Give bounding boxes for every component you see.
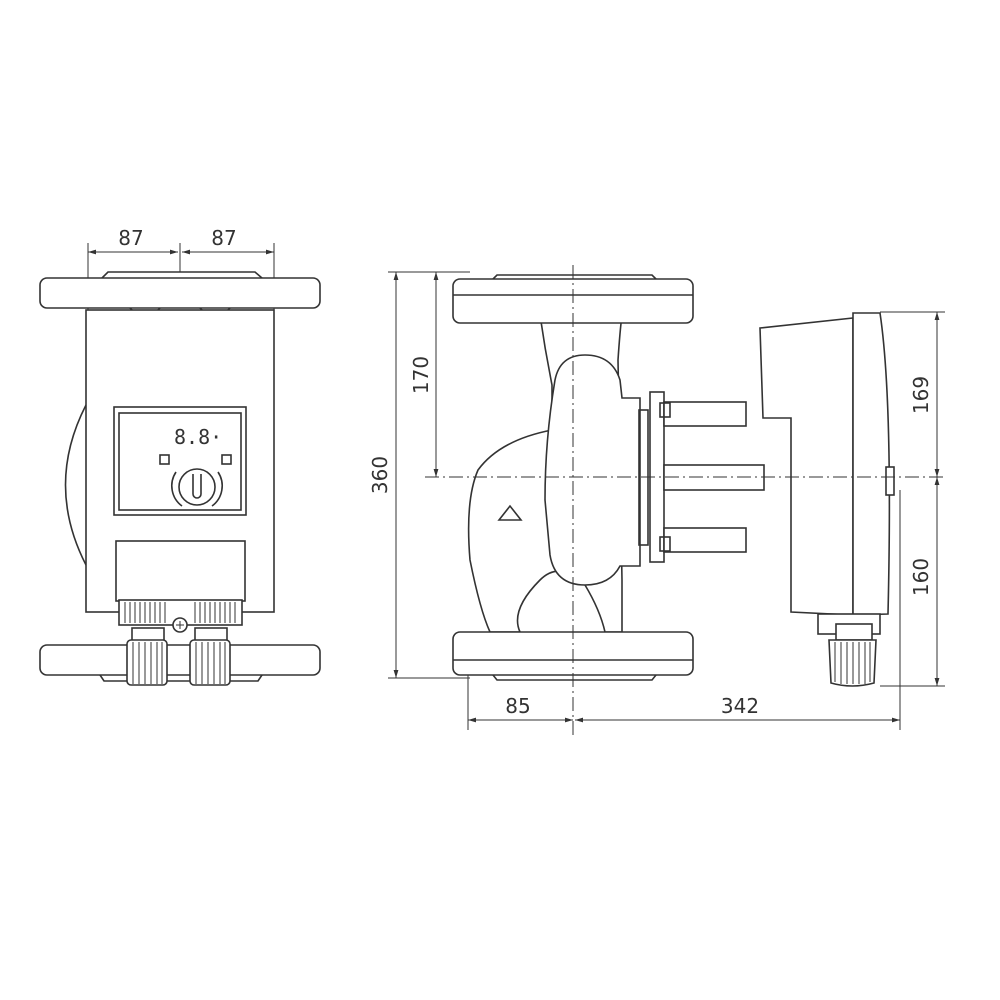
cable-gland-right xyxy=(189,627,231,686)
bolt-bottom xyxy=(663,527,747,553)
dim-label-inlet-offset: 85 xyxy=(505,694,530,718)
volute-bulge xyxy=(64,404,87,566)
led-indicator-left xyxy=(159,454,170,465)
dim-label-left-half: 87 xyxy=(118,226,143,250)
side-view: 360 170 85 342 169 160 xyxy=(368,265,945,735)
dim-label-motor-lower: 160 xyxy=(909,558,933,596)
side-cable-gland xyxy=(828,623,877,687)
bottom-flange xyxy=(39,644,321,676)
top-flange-lip xyxy=(101,271,263,279)
volute xyxy=(544,354,641,586)
cable-gland-left xyxy=(126,627,168,686)
bolt-top xyxy=(663,401,747,427)
flow-direction-arrow-icon xyxy=(497,504,523,521)
dim-label-overall-depth: 342 xyxy=(721,694,759,718)
top-flange xyxy=(39,277,321,309)
led-display: 8.8· xyxy=(174,425,222,449)
electronics-module-cover xyxy=(852,312,891,616)
motor-body xyxy=(759,317,854,616)
terminal-box xyxy=(115,540,246,602)
control-panel xyxy=(113,406,247,516)
control-knob[interactable] xyxy=(171,468,223,507)
front-view: 87 87 8.8· xyxy=(39,226,321,686)
dim-label-motor-upper: 169 xyxy=(909,376,933,414)
dim-label-total-height: 360 xyxy=(368,456,392,494)
dim-label-upper-height: 170 xyxy=(409,356,433,394)
led-indicator-right xyxy=(221,454,232,465)
dim-label-right-half: 87 xyxy=(211,226,236,250)
